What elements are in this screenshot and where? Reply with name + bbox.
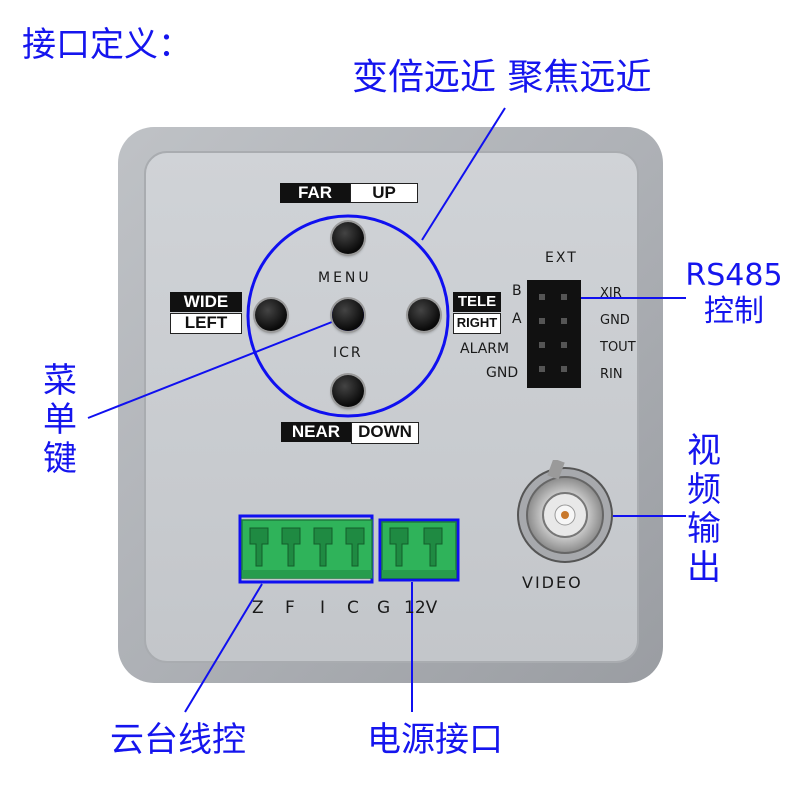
video-output-label: 视频输出 bbox=[687, 431, 721, 589]
ext-pin-tout: TOUT bbox=[600, 340, 636, 355]
page-title: 接口定义： bbox=[22, 25, 192, 65]
terminal-label-z: Z bbox=[252, 598, 264, 618]
terminal-label-c: C bbox=[347, 598, 359, 618]
up-tag: UP bbox=[350, 183, 418, 203]
ext-label: EXT bbox=[545, 250, 578, 266]
ext-pin-a: A bbox=[512, 311, 522, 327]
left-tag: LEFT bbox=[170, 313, 242, 334]
menu-key-label: 菜单键 bbox=[43, 361, 77, 480]
menu-text: MENU bbox=[318, 270, 372, 286]
video-text: VIDEO bbox=[522, 573, 583, 592]
right-button[interactable] bbox=[408, 299, 440, 331]
wide-tag: WIDE bbox=[170, 292, 242, 312]
terminal-label-12v: 12V bbox=[404, 598, 438, 618]
rs485-label: RS485控制 bbox=[685, 258, 783, 329]
bnc-video-connector[interactable] bbox=[510, 460, 620, 570]
down-button[interactable] bbox=[332, 375, 364, 407]
ext-pin-rin: RIN bbox=[600, 367, 623, 382]
up-button[interactable] bbox=[332, 222, 364, 254]
ext-pin-gnd-right: GND bbox=[600, 313, 630, 328]
ptz-label: 云台线控 bbox=[110, 720, 246, 760]
power-label: 电源接口 bbox=[367, 720, 503, 760]
down-tag: DOWN bbox=[351, 422, 419, 444]
tele-tag: TELE bbox=[453, 292, 501, 312]
ext-pin-xir: XIR bbox=[600, 286, 622, 301]
terminal-blocks bbox=[241, 519, 457, 579]
terminal-label-g: G bbox=[377, 598, 391, 618]
right-tag: RIGHT bbox=[453, 313, 501, 334]
far-tag: FAR bbox=[280, 183, 350, 203]
terminal-label-f: F bbox=[285, 598, 295, 618]
ext-pin-gnd-left: GND bbox=[486, 365, 519, 381]
menu-button[interactable] bbox=[332, 299, 364, 331]
lens-control-label: 变倍远近 聚焦远近 bbox=[352, 57, 652, 98]
terminal-label-i: I bbox=[320, 598, 326, 618]
left-button[interactable] bbox=[255, 299, 287, 331]
ext-connector bbox=[527, 280, 581, 388]
ext-pin-alarm: ALARM bbox=[460, 341, 510, 357]
icr-text: ICR bbox=[333, 345, 363, 361]
ext-pin-b: B bbox=[512, 283, 522, 299]
near-tag: NEAR bbox=[281, 422, 351, 442]
